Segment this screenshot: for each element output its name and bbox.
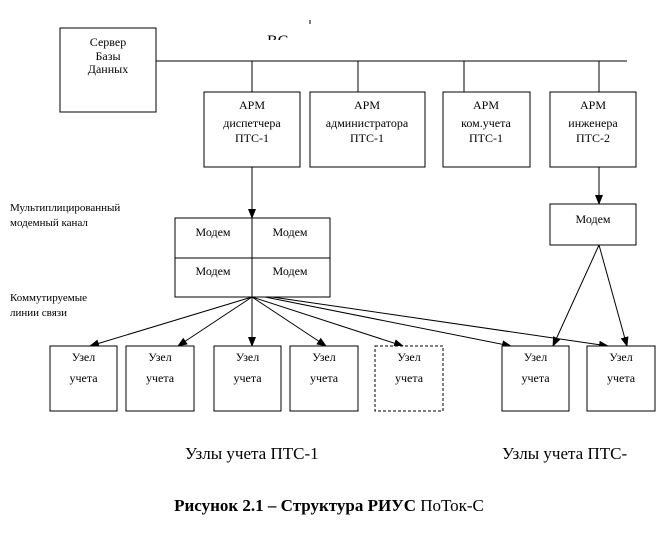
- svg-text:АРМ: АРМ: [354, 98, 380, 112]
- arm-engineer: АРМ инженера ПТС-2: [549, 91, 637, 168]
- modem-pts2: Модем: [549, 203, 637, 246]
- figure-caption: Рисунок 2.1 – Структура РИУС ПоТок-С: [174, 496, 484, 515]
- svg-text:инженера: инженера: [568, 116, 618, 130]
- svg-text:ком.учета: ком.учета: [461, 116, 511, 130]
- svg-text:Модем: Модем: [195, 225, 230, 239]
- svg-text:учета: учета: [310, 371, 339, 385]
- svg-text:администратора: администратора: [326, 116, 409, 130]
- svg-text:диспетчера: диспетчера: [223, 116, 281, 130]
- metering-node: Узел учета: [501, 345, 570, 412]
- svg-text:учета: учета: [521, 371, 550, 385]
- metering-node: Узел учета: [125, 345, 195, 412]
- svg-text:Узел: Узел: [148, 350, 172, 364]
- switched-label-1: Коммутируемые: [10, 292, 87, 304]
- svg-text:АРМ: АРМ: [473, 98, 499, 112]
- svg-text:Узел: Узел: [524, 350, 548, 364]
- svg-text:Базы: Базы: [95, 49, 120, 63]
- svg-text:учета: учета: [146, 371, 175, 385]
- svg-text:ПТС-1: ПТС-1: [350, 131, 384, 145]
- arm-administrator: АРМ администратора ПТС-1: [309, 91, 426, 168]
- mux-label-1: Мультиплицированный: [10, 202, 120, 214]
- svg-text:Модем: Модем: [575, 212, 610, 226]
- svg-text:Узел: Узел: [72, 350, 96, 364]
- svg-text:ПТС-1: ПТС-1: [235, 131, 269, 145]
- svg-text:Узел: Узел: [312, 350, 336, 364]
- svg-text:Узел: Узел: [236, 350, 260, 364]
- metering-node: Узел учета: [586, 345, 656, 412]
- group-label-pts2-cut: 2: [502, 466, 511, 485]
- svg-text:ПТС-2: ПТС-2: [576, 131, 610, 145]
- group-label-pts1: Узлы учета ПТС-1: [185, 444, 319, 463]
- svg-text:Модем: Модем: [272, 225, 307, 239]
- metering-node: Узел учета: [49, 345, 118, 412]
- svg-text:Модем: Модем: [195, 264, 230, 278]
- svg-text:учета: учета: [607, 371, 636, 385]
- svg-text:Данных: Данных: [88, 62, 128, 76]
- svg-text:Узел: Узел: [397, 350, 421, 364]
- svg-text:АРМ: АРМ: [239, 98, 265, 112]
- mux-label-2: модемный канал: [10, 217, 88, 229]
- arm-dispatcher: АРМ диспетчера ПТС-1: [203, 91, 301, 168]
- metering-node-planned: Узел учета: [374, 345, 444, 412]
- switched-lines: [89, 244, 629, 349]
- svg-text:Модем: Модем: [272, 264, 307, 278]
- svg-text:учета: учета: [233, 371, 262, 385]
- svg-text:АРМ: АРМ: [580, 98, 606, 112]
- metering-node: Узел учета: [213, 345, 282, 412]
- modem-pool: Модем Модем Модем Модем: [174, 217, 331, 298]
- group-label-pts2: Узлы учета ПТС-: [502, 444, 627, 463]
- svg-text:Сервер: Сервер: [90, 35, 126, 49]
- metering-node: Узел учета: [289, 345, 359, 412]
- svg-text:ПТС-1: ПТС-1: [469, 131, 503, 145]
- network-label: ВС: [267, 33, 288, 50]
- server-box: Сервер Базы Данных: [59, 27, 157, 113]
- svg-text:учета: учета: [395, 371, 424, 385]
- svg-text:учета: учета: [69, 371, 98, 385]
- svg-text:Узел: Узел: [609, 350, 633, 364]
- arm-commercial-accounting: АРМ ком.учета ПТС-1: [442, 91, 531, 168]
- switched-label-2: линии связи: [10, 307, 67, 319]
